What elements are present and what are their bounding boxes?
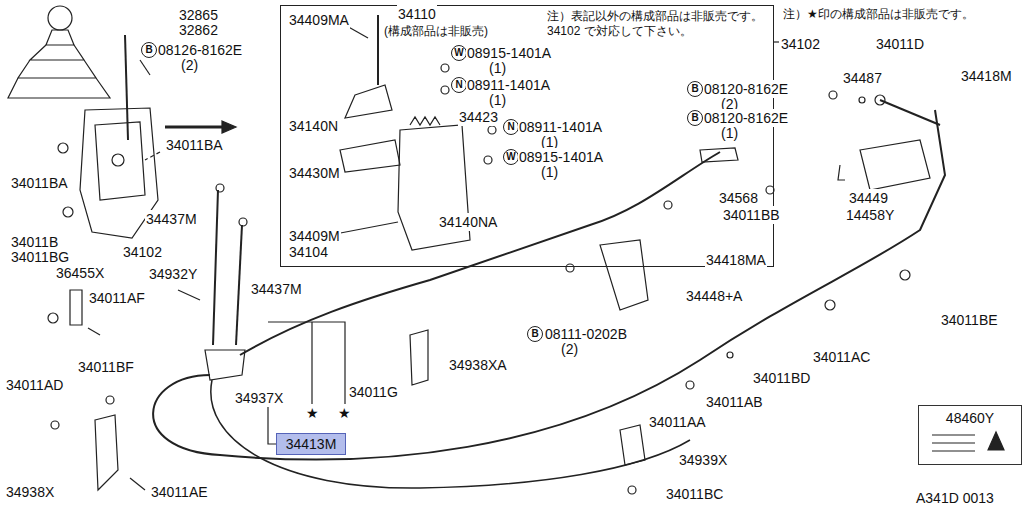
- callout-number: 34011BD: [752, 369, 811, 387]
- callout-number: A341D 0013: [915, 489, 995, 507]
- callout-number: 08120-8162E: [703, 80, 789, 98]
- callout-number: 34011BF: [77, 358, 135, 376]
- callout-number: 34932Y: [148, 265, 198, 283]
- callout-number: 34011AD: [5, 376, 64, 394]
- callout-number: 34430M: [288, 164, 341, 182]
- callout-number: 34011G: [348, 383, 399, 401]
- callout-number: (2): [180, 56, 199, 74]
- callout-number: 08126-8162E: [157, 41, 243, 59]
- callout-number: 08911-1401A: [466, 76, 551, 94]
- callout-number: 32862: [178, 21, 219, 39]
- callout-number: 34140NA: [438, 213, 498, 231]
- callout-number: ★: [305, 404, 320, 422]
- callout-number: 34140N: [288, 117, 339, 135]
- callout-number: 34437M: [145, 210, 198, 228]
- callout-number: 34409MA: [288, 11, 350, 29]
- callout-number: 34423: [458, 108, 499, 126]
- callout-number: (1): [540, 163, 559, 181]
- callout-number: 34937X: [234, 389, 284, 407]
- part-number: 34413M: [283, 436, 340, 452]
- note-text: 注）表記以外の構成部品は非販売です。 34102 で対応して下さい。: [547, 9, 769, 39]
- callout-number: 34448+A: [685, 287, 743, 305]
- callout-number: 34102: [122, 243, 163, 261]
- callout-number: 34011BA: [165, 136, 224, 154]
- callout-number: 34938XA: [448, 356, 508, 374]
- callout-number: 注）★印の構成部品は非販売です。: [782, 5, 975, 23]
- circle-letter: B: [141, 42, 157, 58]
- callout-number: 08915-1401A: [466, 44, 552, 62]
- callout-number: 08111-0202B: [544, 325, 628, 343]
- circle-letter: B: [687, 110, 703, 126]
- circle-letter: B: [527, 326, 543, 342]
- callout-number: 34102: [780, 35, 821, 53]
- callout-number: 34938X: [5, 483, 55, 501]
- callout-number: 36455X: [55, 264, 105, 282]
- callout-number: 34011AC: [812, 348, 871, 366]
- circle-letter: N: [503, 119, 519, 135]
- callout-number: 34939X: [678, 451, 728, 469]
- circle-letter: W: [503, 149, 519, 165]
- callout-number: 34011BB: [722, 206, 781, 224]
- callout-number: 34487: [842, 69, 883, 87]
- circle-letter: W: [451, 45, 467, 61]
- highlight-box: 34413M: [276, 433, 346, 455]
- label-box: 48460Y: [918, 405, 1022, 465]
- callout-number: 34418M: [960, 67, 1013, 85]
- callout-number: 34011AA: [648, 413, 707, 431]
- callout-number: (2): [560, 340, 579, 358]
- callout-number: 34011AE: [150, 483, 209, 501]
- circle-letter: N: [451, 77, 467, 93]
- callout-number: ★: [337, 404, 352, 422]
- callout-number: 34418MA: [705, 251, 767, 269]
- callout-number: 34011BC: [665, 485, 724, 503]
- callout-number: (1): [720, 124, 739, 142]
- callout-number: (1): [488, 59, 507, 77]
- circle-letter: B: [687, 81, 703, 97]
- callout-number: 14458Y: [845, 206, 895, 224]
- callout-number: 34110: [397, 5, 437, 23]
- callout-number: 34011AB: [705, 393, 764, 411]
- part-number: 48460Y: [919, 406, 1021, 426]
- callout-number: 08120-8162E: [703, 109, 789, 127]
- callout-number: 34011D: [875, 35, 925, 53]
- callout-number: 34011BE: [940, 311, 999, 329]
- callout-number: 34104: [288, 243, 329, 261]
- callout-number: 34011BA: [10, 174, 69, 192]
- callout-number: 34437M: [250, 280, 303, 298]
- callout-number: 08915-1401A: [518, 148, 604, 166]
- callout-number: 34011AF: [88, 289, 146, 307]
- callout-number: 34568: [718, 189, 759, 207]
- callout-number: 34449: [848, 189, 889, 207]
- callout-number: (1): [488, 91, 507, 109]
- callout-number: 08911-1401A: [518, 118, 603, 136]
- callout-number: (構成部品は非販売): [383, 22, 489, 40]
